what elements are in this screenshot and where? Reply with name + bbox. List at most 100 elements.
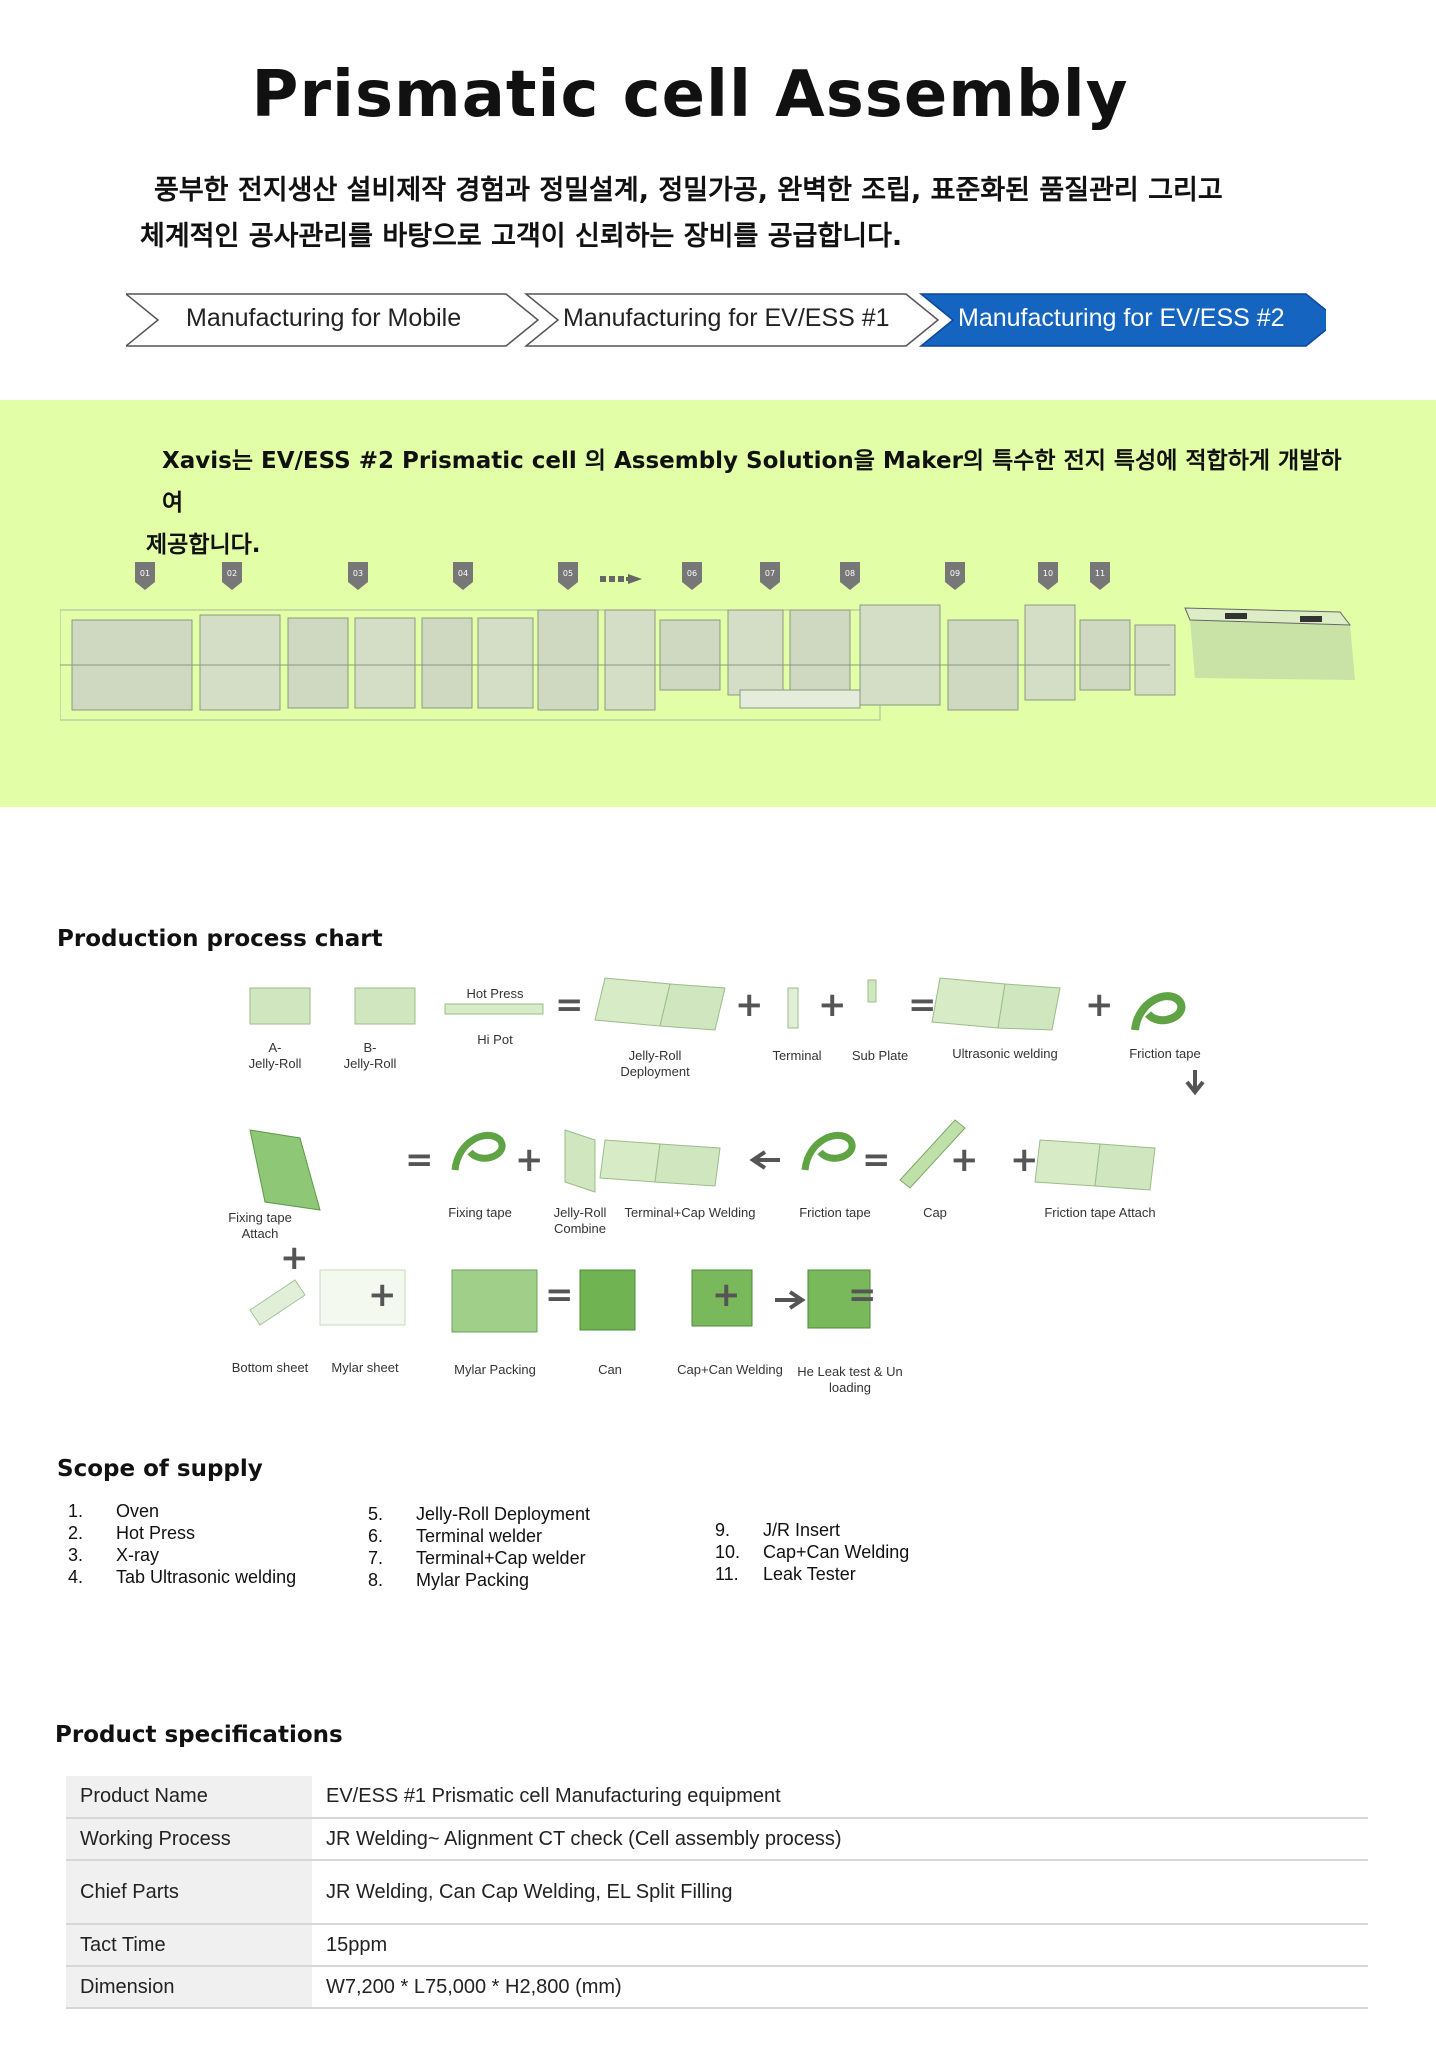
station-number: 07 bbox=[765, 569, 775, 578]
plus-icon: + bbox=[515, 1140, 544, 1180]
scope-item-number: 4. bbox=[68, 1567, 84, 1587]
friction-tape-part-2 bbox=[801, 1131, 856, 1171]
scope-item-label: Mylar Packing bbox=[416, 1570, 530, 1590]
station-number: 03 bbox=[353, 569, 363, 578]
cap-can-welding-part bbox=[691, 1269, 753, 1327]
station-marker-11: 11 bbox=[1090, 562, 1110, 590]
spec-value: EV/ESS #1 Prismatic cell Manufacturing e… bbox=[312, 1776, 1368, 1819]
bottom-sheet-part bbox=[249, 1279, 306, 1326]
station-number: 11 bbox=[1095, 569, 1105, 578]
scope-item-number: 9. bbox=[715, 1520, 731, 1540]
scope-item: 10. Cap+Can Welding bbox=[715, 1541, 909, 1563]
plus-icon: + bbox=[1085, 985, 1114, 1025]
down-arrow-icon bbox=[1185, 1070, 1205, 1096]
spec-key: Working Process bbox=[66, 1818, 312, 1861]
spec-key: Product Name bbox=[66, 1776, 312, 1819]
label-friction-tape-2: Friction tape bbox=[799, 1205, 871, 1220]
label-hot-press: Hot Press bbox=[466, 986, 524, 1001]
intro-text: 풍부한 전지생산 설비제작 경험과 정밀설계, 정밀가공, 완벽한 조립, 표준… bbox=[140, 168, 1320, 260]
label-jelly-roll-deployment: Jelly-Roll Deployment bbox=[620, 1048, 690, 1079]
process-chart-graphics bbox=[249, 977, 1205, 1333]
friction-tape-attach-part bbox=[1034, 1139, 1101, 1187]
tab-mobile-shape bbox=[126, 293, 540, 347]
station-number: 02 bbox=[227, 569, 237, 578]
jelly-roll-combine-part bbox=[564, 1129, 596, 1193]
label-cap: Cap bbox=[923, 1205, 947, 1220]
scope-item-label: X-ray bbox=[116, 1545, 160, 1565]
process-tabs: Manufacturing for Mobile Manufacturing f… bbox=[126, 292, 1326, 348]
scope-item-label: Jelly-Roll Deployment bbox=[416, 1504, 591, 1524]
machine-layout bbox=[60, 604, 1176, 721]
scope-item-label: Cap+Can Welding bbox=[763, 1542, 910, 1562]
station-number: 09 bbox=[950, 569, 960, 578]
scope-item-number: 1. bbox=[68, 1501, 84, 1521]
sub-plate-part bbox=[867, 979, 877, 1003]
plus-icon: + bbox=[818, 985, 847, 1025]
station-number: 04 bbox=[458, 569, 468, 578]
label-b-jelly-roll: B- Jelly-Roll bbox=[343, 1040, 397, 1071]
spec-key: Dimension bbox=[66, 1966, 312, 2009]
scope-item-label: Tab Ultrasonic welding bbox=[116, 1567, 297, 1587]
label-fixing-tape: Fixing tape bbox=[448, 1205, 512, 1220]
tab-ev2-shape bbox=[918, 293, 1326, 347]
mylar-sheet-part bbox=[319, 1269, 406, 1326]
label-friction-tape: Friction tape bbox=[1129, 1046, 1201, 1061]
hot-press-part bbox=[444, 1003, 544, 1015]
fixing-tape-part bbox=[451, 1131, 506, 1171]
station-number: 01 bbox=[140, 569, 150, 578]
label-cap-can-welding: Cap+Can Welding bbox=[677, 1362, 783, 1377]
cell-image bbox=[1184, 607, 1355, 680]
page-title: Prismatic cell Assembly bbox=[251, 58, 1129, 132]
scope-item-number: 5. bbox=[368, 1504, 384, 1524]
spec-value: W7,200 * L75,000 * H2,800 (mm) bbox=[312, 1966, 1368, 2009]
solution-line-1: Xavis는 EV/ESS #2 Prismatic cell 의 Assemb… bbox=[162, 448, 1342, 516]
scope-item: 1. Oven bbox=[68, 1500, 296, 1522]
station-marker-01: 01 bbox=[135, 562, 155, 590]
plus-icon: + bbox=[712, 1275, 741, 1315]
station-number: 08 bbox=[845, 569, 855, 578]
label-fixing-tape-attach: Fixing tape Attach bbox=[228, 1210, 292, 1241]
scope-item-number: 10. bbox=[715, 1542, 741, 1562]
right-arrow-icon bbox=[775, 1290, 806, 1310]
station-number: 10 bbox=[1043, 569, 1053, 578]
spec-value: JR Welding, Can Cap Welding, EL Split Fi… bbox=[312, 1860, 1368, 1925]
tab-mobile[interactable]: Manufacturing for Mobile bbox=[186, 304, 462, 332]
plus-icon: + bbox=[735, 985, 764, 1025]
tab-ev-ess-2[interactable]: Manufacturing for EV/ESS #2 bbox=[958, 304, 1285, 332]
equals-icon: = bbox=[908, 985, 937, 1025]
scope-item-label: Leak Tester bbox=[763, 1564, 856, 1584]
plus-icon: + bbox=[950, 1140, 979, 1180]
scope-item-label: Oven bbox=[116, 1501, 160, 1521]
tabs-shapes bbox=[126, 293, 1326, 347]
scope-item: 11.Leak Tester bbox=[715, 1563, 909, 1585]
flow-arrow bbox=[600, 574, 642, 584]
station-marker-02: 02 bbox=[222, 562, 242, 590]
tab-ev-ess-1[interactable]: Manufacturing for EV/ESS #1 bbox=[563, 304, 890, 332]
scope-item-number: 3. bbox=[68, 1545, 84, 1565]
label-hi-pot: Hi Pot bbox=[477, 1032, 513, 1047]
equals-icon: = bbox=[848, 1275, 877, 1315]
equals-icon: = bbox=[555, 985, 584, 1025]
scope-item: 7.Terminal+Cap welder bbox=[368, 1547, 590, 1569]
process-chart-title: Production process chart bbox=[57, 926, 383, 952]
scope-item-number: 6. bbox=[368, 1526, 384, 1546]
label-bottom-sheet: Bottom sheet bbox=[231, 1360, 309, 1375]
label-he-leak-test: He Leak test & Un loading bbox=[797, 1364, 903, 1395]
terminal-part bbox=[787, 987, 799, 1029]
he-leak-test-part bbox=[807, 1269, 871, 1329]
spec-key: Chief Parts bbox=[66, 1860, 312, 1925]
label-mylar-sheet: Mylar sheet bbox=[331, 1360, 399, 1375]
scope-item: 5. Jelly-Roll Deployment bbox=[368, 1503, 590, 1525]
jelly-roll-deployment-part bbox=[594, 977, 671, 1027]
can-part bbox=[579, 1269, 636, 1331]
station-marker-10: 10 bbox=[1038, 562, 1058, 590]
scope-item: 3. X-ray bbox=[68, 1544, 296, 1566]
